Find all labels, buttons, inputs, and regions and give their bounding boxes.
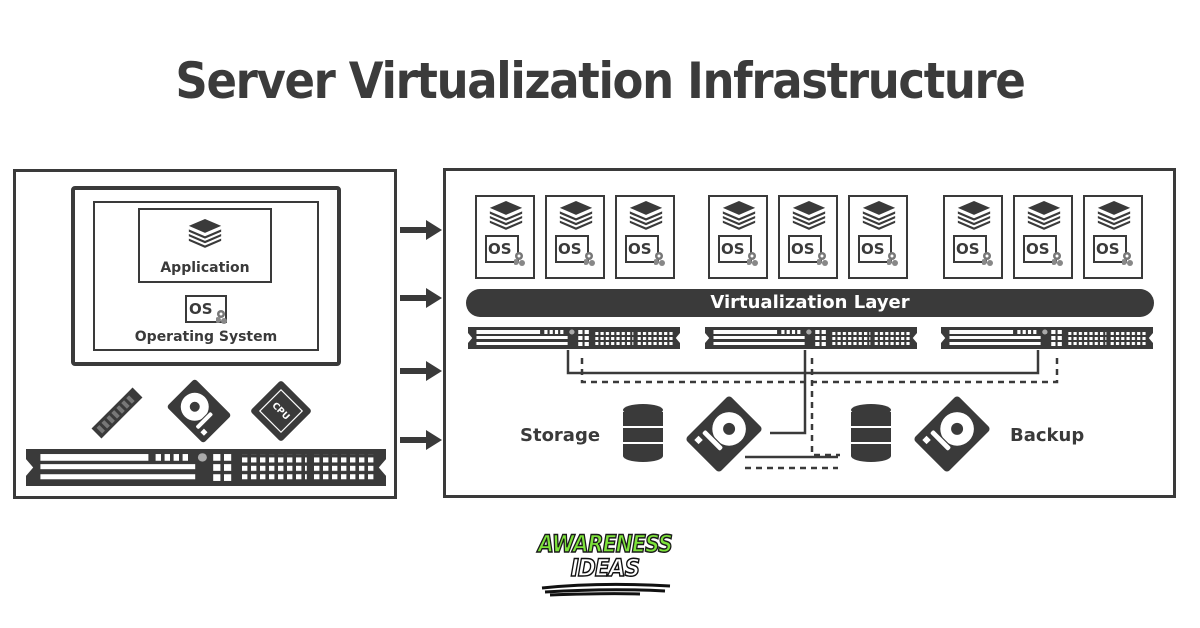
gears-icon bbox=[887, 252, 898, 266]
server-rack-icon bbox=[26, 449, 386, 486]
os-box: OS bbox=[788, 235, 822, 263]
application-stack-icon bbox=[1097, 201, 1131, 230]
virtual-machine-card: OS bbox=[778, 195, 838, 279]
application-stack-icon bbox=[792, 201, 826, 230]
application-stack-icon bbox=[1027, 201, 1061, 230]
page-title: Server Virtualization Infrastructure bbox=[175, 52, 1025, 110]
virtual-machine-card: OS bbox=[1013, 195, 1073, 279]
virtual-machine-card: OS bbox=[848, 195, 908, 279]
os-box: OS bbox=[953, 235, 987, 263]
virtual-machine-card: OS bbox=[615, 195, 675, 279]
os-label: OS bbox=[1026, 240, 1050, 258]
storage-database-icon bbox=[623, 404, 663, 462]
logo-line1: AWARENESS bbox=[537, 529, 673, 559]
os-label: OS bbox=[861, 240, 885, 258]
gears-icon bbox=[982, 252, 993, 266]
operating-system-label: Operating System bbox=[134, 329, 278, 345]
gears-icon bbox=[1122, 252, 1133, 266]
os-label: OS bbox=[189, 300, 213, 318]
brand-logo: AWARENESS IDEAS bbox=[520, 529, 690, 610]
gears-icon bbox=[514, 252, 525, 266]
os-box: OS bbox=[858, 235, 892, 263]
brush-stroke-icon bbox=[541, 582, 671, 597]
gears-icon bbox=[817, 252, 828, 266]
application-label: Application bbox=[160, 260, 250, 276]
os-label: OS bbox=[488, 240, 512, 258]
os-box: OS bbox=[625, 235, 659, 263]
ram-icon bbox=[91, 387, 143, 439]
arrow-right-icon bbox=[400, 361, 442, 381]
os-label: OS bbox=[558, 240, 582, 258]
os-label: OS bbox=[956, 240, 980, 258]
physical-server-panel bbox=[13, 169, 397, 499]
monitor-screen bbox=[93, 201, 319, 351]
host-server-2 bbox=[705, 327, 917, 349]
os-box: OS bbox=[1093, 235, 1127, 263]
application-stack-icon bbox=[489, 201, 523, 230]
gears-icon bbox=[747, 252, 758, 266]
application-stack-icon bbox=[722, 201, 756, 230]
host-server-1 bbox=[468, 327, 680, 349]
hard-drive-icon bbox=[166, 378, 232, 444]
host-server-3 bbox=[941, 327, 1153, 349]
os-label: OS bbox=[791, 240, 815, 258]
gears-icon bbox=[1052, 252, 1063, 266]
storage-hard-drive-icon bbox=[684, 394, 764, 474]
os-label: OS bbox=[628, 240, 652, 258]
os-box: OS bbox=[185, 295, 227, 323]
os-box: OS bbox=[718, 235, 752, 263]
virtual-machine-card: OS bbox=[545, 195, 605, 279]
storage-label: Storage bbox=[520, 425, 601, 446]
virtualized-panel bbox=[443, 168, 1176, 498]
os-box: OS bbox=[555, 235, 589, 263]
network-connections bbox=[566, 350, 1059, 470]
virtual-machine-card: OS bbox=[475, 195, 535, 279]
application-stack-icon bbox=[629, 201, 663, 230]
backup-hard-drive-icon bbox=[912, 394, 992, 474]
application-stack-icon bbox=[559, 201, 593, 230]
application-stack-icon bbox=[188, 219, 222, 248]
arrow-right-icon bbox=[400, 430, 442, 450]
monitor-frame bbox=[71, 186, 341, 366]
os-box: OS bbox=[485, 235, 519, 263]
arrow-right-icon bbox=[400, 288, 442, 308]
gears-icon bbox=[584, 252, 595, 266]
os-label: OS bbox=[1096, 240, 1120, 258]
virtual-machine-card: OS bbox=[708, 195, 768, 279]
application-box bbox=[138, 208, 272, 283]
logo-line2: IDEAS bbox=[570, 553, 641, 583]
gears-icon bbox=[654, 252, 665, 266]
gears-icon bbox=[216, 310, 227, 324]
backup-label: Backup bbox=[1010, 425, 1085, 446]
virtualization-layer-bar: Virtualization Layer bbox=[466, 289, 1154, 317]
backup-database-icon bbox=[851, 404, 891, 462]
os-label: OS bbox=[721, 240, 745, 258]
virtual-machine-card: OS bbox=[943, 195, 1003, 279]
virtual-machine-card: OS bbox=[1083, 195, 1143, 279]
application-stack-icon bbox=[957, 201, 991, 230]
cpu-icon: CPU bbox=[251, 381, 311, 441]
arrow-right-icon bbox=[400, 220, 442, 240]
application-stack-icon bbox=[862, 201, 896, 230]
os-box: OS bbox=[1023, 235, 1057, 263]
